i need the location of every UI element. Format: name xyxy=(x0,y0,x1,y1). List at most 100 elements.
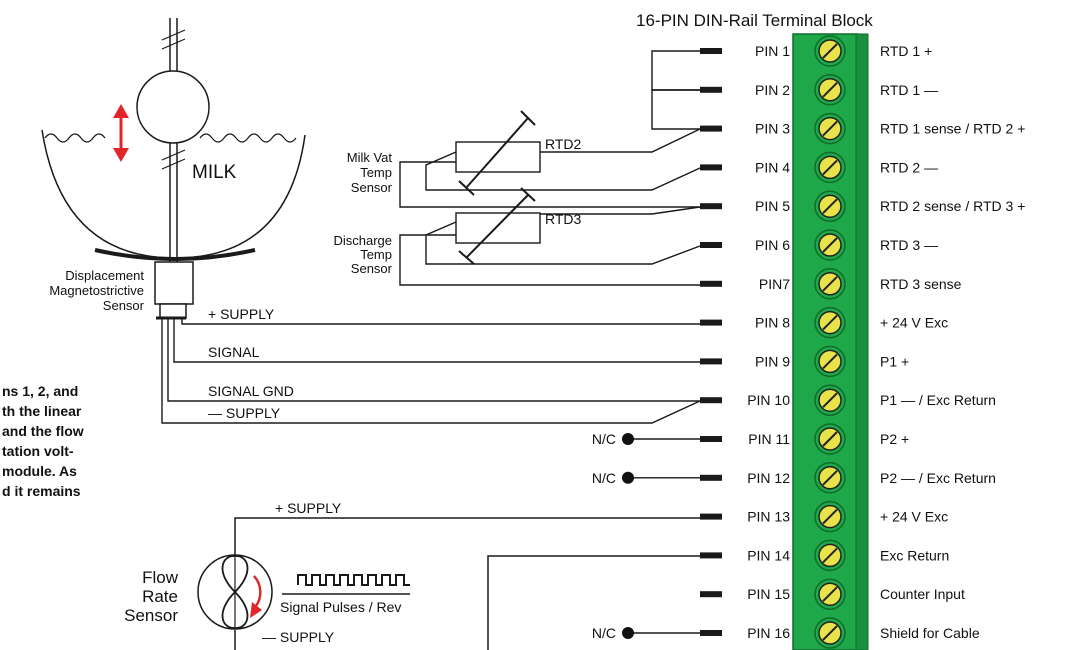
rtd3-resistor xyxy=(399,187,701,286)
terminal-screw-icon xyxy=(814,462,846,494)
pin-label: PIN 14 xyxy=(747,547,790,563)
pin-lead xyxy=(700,630,722,636)
pin-function-label: + 24 V Exc xyxy=(880,509,948,525)
pin-label: PIN 16 xyxy=(747,625,790,641)
svg-text:and the flow: and the flow xyxy=(2,423,84,439)
svg-text:d it remains: d it remains xyxy=(2,483,81,499)
pin-row: PIN 9 P1 + xyxy=(700,353,909,369)
pin-function-label: + 24 V Exc xyxy=(880,315,948,331)
svg-text:Milk Vat: Milk Vat xyxy=(347,150,393,165)
displacement-sensor-wires xyxy=(161,318,701,424)
pin-label: PIN 6 xyxy=(755,237,790,253)
svg-text:th the linear: th the linear xyxy=(2,403,82,419)
svg-text:Displacement: Displacement xyxy=(65,268,144,283)
terminal-screw-icon xyxy=(814,190,846,222)
pin-row: PIN 3 RTD 1 sense / RTD 2 + xyxy=(700,121,1025,137)
pin-function-label: Exc Return xyxy=(880,547,949,563)
terminal-screw-icon xyxy=(814,384,846,416)
pin-function-label: RTD 1 sense / RTD 2 + xyxy=(880,121,1025,137)
terminal-screw-icon xyxy=(814,539,846,572)
pin-label: PIN 3 xyxy=(755,121,790,137)
pin-row: PIN 14 Exc Return xyxy=(700,547,949,563)
terminal-screw-icon xyxy=(814,35,846,67)
pin-lead xyxy=(700,242,722,248)
pin-lead xyxy=(700,86,722,93)
pin-lead xyxy=(700,552,722,559)
milk-label: MILK xyxy=(192,162,237,183)
pulse-train-icon xyxy=(297,574,410,586)
terminal-screw-icon xyxy=(814,423,846,455)
pin-function-label: P2 — / Exc Return xyxy=(880,470,996,486)
terminal-screw-icon xyxy=(814,74,846,106)
pin-function-label: P1 — / Exc Return xyxy=(880,392,996,408)
pin-label: PIN 15 xyxy=(747,586,790,602)
svg-text:Sensor: Sensor xyxy=(124,606,178,625)
pin-function-label: RTD 2 sense / RTD 3 + xyxy=(880,198,1025,214)
milk-vat xyxy=(41,18,306,320)
rtd3-label: RTD3 xyxy=(545,211,582,227)
pin-label: PIN 2 xyxy=(755,82,790,98)
pin-lead xyxy=(700,358,722,365)
pulses-label: Signal Pulses / Rev xyxy=(280,599,401,615)
flow-supply-plus-label: + SUPPLY xyxy=(275,500,342,516)
displacement-sensor-label: Displacement Magnetostrictive Sensor xyxy=(49,268,144,313)
terminal-block xyxy=(792,33,869,650)
svg-text:Sensor: Sensor xyxy=(351,180,393,195)
pin-row: PIN 15 Counter Input xyxy=(700,586,965,602)
pin-row: PIN 13 + 24 V Exc xyxy=(700,509,948,525)
diagram-title: 16-PIN DIN-Rail Terminal Block xyxy=(636,11,873,30)
pin-function-label: P1 + xyxy=(880,353,909,369)
svg-text:module. As: module. As xyxy=(2,463,77,479)
nc-label: N/C xyxy=(592,470,616,486)
svg-text:ns 1, 2, and: ns 1, 2, and xyxy=(2,383,78,399)
svg-text:Flow: Flow xyxy=(142,568,179,587)
terminal-screw-icon xyxy=(814,112,846,145)
pin-lead xyxy=(700,513,722,520)
pin-lead xyxy=(700,280,722,287)
rotation-arrow-icon xyxy=(250,575,262,618)
pin-lead xyxy=(700,203,722,210)
side-note: ns 1, 2, and th the linear and the flow … xyxy=(2,383,84,499)
pin-lead xyxy=(700,474,722,481)
float-motion-arrow-icon xyxy=(113,104,129,162)
pin-function-label: RTD 2 — xyxy=(880,159,938,175)
terminal-screw-icon xyxy=(814,617,846,649)
terminal-screw-icon xyxy=(814,151,846,184)
pin-function-label: P2 + xyxy=(880,431,909,447)
nc-label: N/C xyxy=(592,625,616,641)
pin-function-label: Counter Input xyxy=(880,586,965,602)
pin-label: PIN 13 xyxy=(747,509,790,525)
pin-lead xyxy=(700,591,722,598)
svg-text:Rate: Rate xyxy=(142,587,178,606)
pin-lead xyxy=(700,319,722,326)
supply-plus-label: + SUPPLY xyxy=(208,306,275,322)
pin-label: PIN 8 xyxy=(755,315,790,331)
pin-lead xyxy=(700,397,722,404)
pin-label: PIN 1 xyxy=(755,43,790,59)
signal-gnd-label: SIGNAL GND xyxy=(208,383,294,399)
nc-marker: N/C xyxy=(592,625,700,641)
svg-text:Sensor: Sensor xyxy=(351,261,393,276)
rtd2-resistor xyxy=(399,110,701,208)
nc-marker: N/C xyxy=(592,431,700,447)
pin-function-label: RTD 1 + xyxy=(880,43,932,59)
svg-text:Temp: Temp xyxy=(360,165,392,180)
terminal-screw-icon xyxy=(814,345,846,378)
pin-label: PIN 9 xyxy=(755,353,790,369)
pin-row: PIN 1 RTD 1 + xyxy=(700,43,932,59)
pin-label: PIN 11 xyxy=(748,431,790,447)
nc-label: N/C xyxy=(592,431,616,447)
terminal-screw-icon xyxy=(814,229,846,261)
signal-label: SIGNAL xyxy=(208,344,260,360)
flow-sensor-label: Flow Rate Sensor xyxy=(124,568,179,625)
